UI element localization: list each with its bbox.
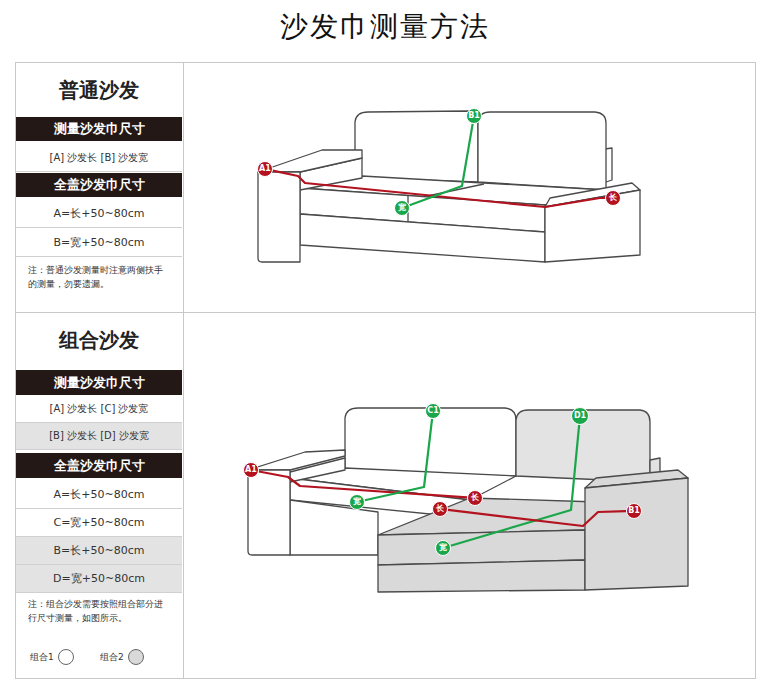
legend-text: 组合1 xyxy=(30,651,54,664)
measure-line xyxy=(451,425,579,546)
note: 注：组合沙发需要按照组合部分进行尺寸测量，如图所示。 xyxy=(16,598,182,638)
table-cell: A=长+50~80cm xyxy=(16,481,182,509)
callout-label: B1 xyxy=(628,507,640,515)
band-text: 测量沙发巾尺寸 xyxy=(54,374,145,392)
callout-label: 宽 xyxy=(398,204,406,212)
table-cell: [B] 沙发长 [D] 沙发宽 xyxy=(16,423,182,450)
callout-circle: D1 xyxy=(571,407,589,425)
callout-label: 宽 xyxy=(353,498,361,506)
header-band: 全盖沙发巾尺寸 xyxy=(16,173,182,197)
callout-circle: A1 xyxy=(257,161,273,177)
callout-label: 长 xyxy=(436,505,444,513)
callout-circle: B1 xyxy=(466,108,482,124)
callout-label: B1 xyxy=(468,112,480,120)
band-text: 全盖沙发巾尺寸 xyxy=(54,457,145,475)
callout-circle: 宽 xyxy=(394,200,410,216)
callout-circle: 宽 xyxy=(435,540,451,556)
table-cell: C=宽+50~80cm xyxy=(16,509,182,537)
callout-label: A1 xyxy=(259,165,271,173)
measure-line xyxy=(259,471,467,497)
header-band: 测量沙发巾尺寸 xyxy=(16,370,182,395)
section-heading: 组合沙发 xyxy=(16,313,182,352)
table-cell: A=长+50~80cm xyxy=(16,199,182,228)
section-heading: 普通沙发 xyxy=(16,63,182,102)
measure-line xyxy=(273,171,605,207)
table-cell: B=宽+50~80cm xyxy=(16,228,182,257)
sofa-drawing xyxy=(248,408,688,592)
table-cell: D=宽+50~80cm xyxy=(16,565,182,593)
band-text: 测量沙发巾尺寸 xyxy=(54,120,145,138)
legend-item: 组合2 xyxy=(100,647,144,667)
callout-label: 长 xyxy=(609,194,617,202)
callout-circle: C1 xyxy=(425,403,441,419)
frame xyxy=(16,63,756,679)
legend-swatch xyxy=(58,649,74,665)
measure-line xyxy=(410,124,473,205)
band-text: 全盖沙发巾尺寸 xyxy=(54,176,145,194)
divider xyxy=(15,312,755,313)
callout-circle: 长 xyxy=(467,490,483,506)
sofa-drawing xyxy=(258,111,640,262)
note: 注：普通沙发测量时注意两侧扶手的测量，勿要遗漏。 xyxy=(16,264,182,304)
header-band: 测量沙发巾尺寸 xyxy=(16,117,182,141)
legend-item: 组合1 xyxy=(30,647,74,667)
legend-swatch xyxy=(128,649,144,665)
legend-text: 组合2 xyxy=(100,651,124,664)
callout-label: 长 xyxy=(471,494,479,502)
table-cell: B=长+50~80cm xyxy=(16,537,182,565)
callout-circle: A1 xyxy=(243,462,259,478)
callout-circle: 长 xyxy=(432,501,448,517)
callout-label: 宽 xyxy=(439,544,447,552)
table-cell: [A] 沙发长 [B] 沙发宽 xyxy=(16,145,182,172)
callout-circle: B1 xyxy=(626,503,642,519)
divider xyxy=(183,62,184,678)
measure-line xyxy=(365,419,432,500)
callout-circle: 宽 xyxy=(349,494,365,510)
callout-circle: 长 xyxy=(605,190,621,206)
callout-label: D1 xyxy=(574,412,586,420)
callout-label: C1 xyxy=(427,407,438,415)
table-cell: [A] 沙发长 [C] 沙发宽 xyxy=(16,396,182,423)
header-band: 全盖沙发巾尺寸 xyxy=(16,453,182,478)
callout-label: A1 xyxy=(245,466,257,474)
measure-line xyxy=(448,510,626,526)
title: 沙发巾测量方法 xyxy=(0,8,770,46)
